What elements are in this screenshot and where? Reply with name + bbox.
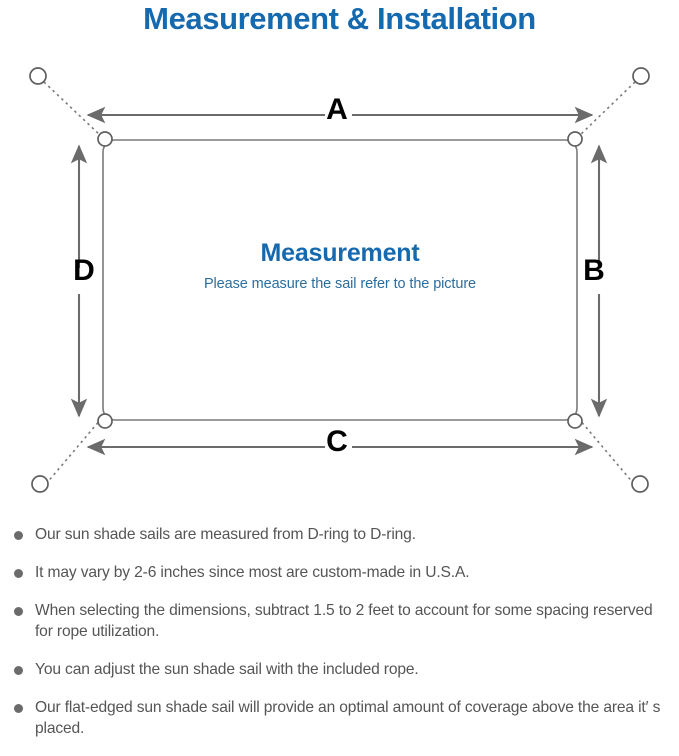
anchor-point-bottom-left-icon bbox=[31, 475, 49, 493]
rope-line-top-right bbox=[578, 81, 636, 137]
bullet-icon bbox=[14, 607, 23, 616]
rope-lines bbox=[43, 81, 636, 485]
dimension-label-b: B bbox=[583, 254, 605, 287]
measurement-diagram: A C D B Measurement Please measure the s… bbox=[0, 46, 679, 516]
d-ring-top-left-icon bbox=[97, 131, 113, 147]
d-ring-bottom-left-icon bbox=[97, 413, 113, 429]
bullet-icon bbox=[14, 531, 23, 540]
anchor-point-bottom-right-icon bbox=[631, 475, 649, 493]
list-item: Our sun shade sails are measured from D-… bbox=[0, 524, 679, 545]
dimension-arrows bbox=[70, 106, 608, 456]
rope-line-bottom-right bbox=[578, 418, 635, 485]
list-item: When selecting the dimensions, subtract … bbox=[0, 600, 679, 642]
list-item: Our flat-edged sun shade sail will provi… bbox=[0, 697, 679, 739]
bullet-icon bbox=[14, 704, 23, 713]
d-ring-top-right-icon bbox=[567, 131, 583, 147]
d-ring-bottom-right-icon bbox=[567, 413, 583, 429]
dimension-label-d: D bbox=[73, 254, 95, 287]
bullet-icon bbox=[14, 666, 23, 675]
anchor-point-top-left-icon bbox=[29, 67, 47, 85]
note-text: You can adjust the sun shade sail with t… bbox=[35, 661, 419, 678]
sail-outline bbox=[102, 139, 578, 421]
sail-heading: Measurement bbox=[260, 239, 420, 267]
rope-line-bottom-left bbox=[45, 418, 102, 485]
dimension-label-a: A bbox=[326, 93, 348, 126]
note-text: It may vary by 2-6 inches since most are… bbox=[35, 564, 470, 581]
list-item: It may vary by 2-6 inches since most are… bbox=[0, 562, 679, 583]
anchor-points bbox=[29, 67, 650, 493]
bullet-icon bbox=[14, 569, 23, 578]
note-text: Our flat-edged sun shade sail will provi… bbox=[35, 699, 661, 737]
sail-text-block: Measurement Please measure the sail refe… bbox=[103, 238, 577, 294]
dimension-label-c: C bbox=[326, 425, 348, 458]
rope-line-top-left bbox=[43, 81, 102, 137]
measurement-diagram-svg bbox=[29, 67, 650, 493]
list-item: You can adjust the sun shade sail with t… bbox=[0, 659, 679, 680]
note-text: When selecting the dimensions, subtract … bbox=[35, 602, 653, 640]
notes-list: Our sun shade sails are measured from D-… bbox=[0, 524, 679, 756]
note-text: Our sun shade sails are measured from D-… bbox=[35, 526, 416, 543]
sail-subheading: Please measure the sail refer to the pic… bbox=[203, 276, 477, 292]
d-rings bbox=[97, 131, 583, 429]
page-title: Measurement & Installation bbox=[143, 1, 536, 36]
anchor-point-top-right-icon bbox=[632, 67, 650, 85]
